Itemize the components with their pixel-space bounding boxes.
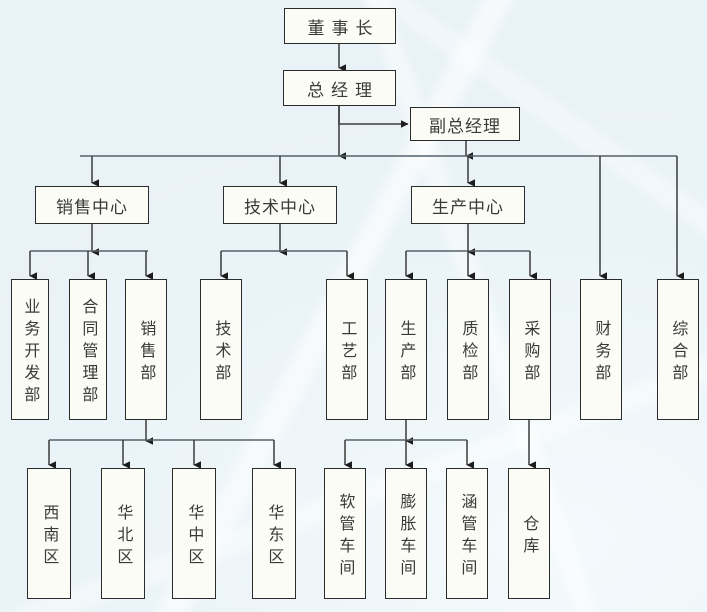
node-southwest-region[interactable]: 西南区 (27, 468, 71, 599)
node-deputy-manager[interactable]: 副总经理 (410, 107, 520, 141)
node-culvert-workshop[interactable]: 涵管车间 (446, 468, 488, 599)
node-craft-dept[interactable]: 工艺部 (326, 279, 368, 420)
node-tech-dept[interactable]: 技术部 (200, 279, 242, 420)
node-east-region[interactable]: 华东区 (252, 468, 296, 599)
node-warehouse[interactable]: 仓库 (508, 468, 550, 599)
node-contract-dept[interactable]: 合同管理部 (69, 279, 107, 420)
node-finance-dept[interactable]: 财务部 (580, 279, 622, 420)
node-qc-dept[interactable]: 质检部 (447, 279, 489, 420)
node-purchase-dept[interactable]: 采购部 (509, 279, 551, 420)
node-sales-dept[interactable]: 销售部 (125, 279, 167, 420)
node-production-dept[interactable]: 生产部 (385, 279, 427, 420)
node-biz-dev-dept[interactable]: 业务开发部 (11, 279, 49, 420)
node-expand-workshop[interactable]: 膨胀车间 (385, 468, 427, 599)
node-general-manager[interactable]: 总经理 (283, 70, 396, 106)
node-sales-center[interactable]: 销售中心 (35, 186, 149, 224)
node-hose-workshop[interactable]: 软管车间 (324, 468, 366, 599)
node-general-dept[interactable]: 综合部 (657, 279, 699, 420)
node-north-region[interactable]: 华北区 (101, 468, 145, 599)
node-production-center[interactable]: 生产中心 (411, 186, 525, 224)
node-chairman[interactable]: 董事长 (284, 8, 396, 44)
node-central-region[interactable]: 华中区 (172, 468, 216, 599)
node-tech-center[interactable]: 技术中心 (223, 186, 337, 224)
